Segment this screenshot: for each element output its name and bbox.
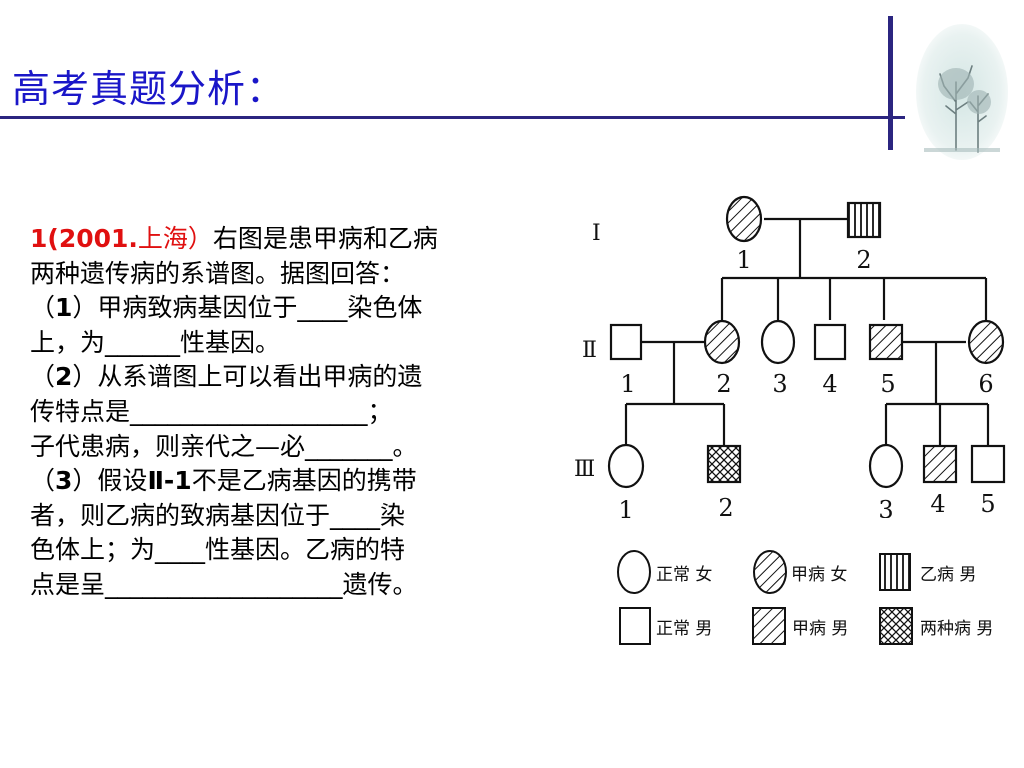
question-line-9: 者，则乙病的致病基因位于____染 <box>30 500 406 530</box>
question-line-11: 点是呈___________________遗传。 <box>30 569 418 599</box>
question-line-7: 子代患病，则亲代之—必_______。 <box>30 431 418 461</box>
svg-text:5: 5 <box>880 370 895 398</box>
title-underline <box>0 116 905 119</box>
legend-normal-female-label: 正常 女 <box>656 565 712 585</box>
question-line-5: （2）从系谱图上可以看出甲病的遗 <box>30 362 423 392</box>
svg-text:5: 5 <box>980 490 995 518</box>
question-source: 1(2001.上海） <box>30 224 213 253</box>
III-1-normal-female <box>607 443 645 489</box>
legend-both-male-label: 两种病 男 <box>920 619 993 639</box>
svg-text:4: 4 <box>930 490 945 518</box>
svg-text:1: 1 <box>618 496 633 518</box>
generation-I-label: Ⅰ <box>592 221 601 246</box>
svg-text:1: 1 <box>736 246 751 274</box>
legend-disease-a-female-symbol <box>753 550 787 594</box>
II-5-affected-male <box>868 323 904 361</box>
II-1-normal-male <box>609 323 643 361</box>
III-2-both-diseases-male <box>706 444 742 484</box>
svg-text:2: 2 <box>856 246 871 274</box>
generation-2-individuals <box>609 319 1005 365</box>
question-line-1: 1(2001.上海）右图是患甲病和乙病 <box>30 224 438 253</box>
legend-disease-b-male-symbol <box>879 553 911 591</box>
I-1-affected-female <box>725 195 763 243</box>
generation-II-label: Ⅱ <box>582 338 597 363</box>
question-line-2: 两种遗传病的系谱图。据图回答： <box>30 258 406 288</box>
question-line-4: 上，为______性基因。 <box>30 327 281 357</box>
III-4-affected-male <box>922 444 958 484</box>
pedigree-lines <box>624 217 990 446</box>
svg-text:2: 2 <box>718 494 733 518</box>
legend-both-male-symbol <box>879 607 913 645</box>
II-3-normal-female <box>760 319 796 365</box>
III-3-normal-female <box>868 443 904 489</box>
svg-text:6: 6 <box>978 370 993 398</box>
individual-numbers: 1 2 1 2 3 4 5 6 1 2 3 4 5 <box>618 246 995 518</box>
svg-text:3: 3 <box>772 370 787 398</box>
question-text: 1(2001.上海）右图是患甲病和乙病 两种遗传病的系谱图。据图回答： （1）甲… <box>30 222 570 603</box>
legend-normal-male-symbol <box>619 607 651 645</box>
generation-III-label: Ⅲ <box>574 457 595 482</box>
legend-disease-a-female-label: 甲病 女 <box>791 565 847 585</box>
slide-title: 高考真题分析： <box>12 67 286 111</box>
svg-text:2: 2 <box>716 370 731 398</box>
generation-3-individuals <box>607 443 1006 489</box>
legend-normal-female-symbol <box>617 550 651 594</box>
generation-1-individuals <box>725 195 882 243</box>
winter-tree-picture <box>916 24 1008 160</box>
question-line-6: 传特点是___________________； <box>30 396 393 426</box>
generation-labels: Ⅰ Ⅱ Ⅲ <box>574 221 601 482</box>
question-line-3: （1）甲病致病基因位于____染色体 <box>30 293 423 323</box>
I-2-disease-b-male <box>846 201 882 239</box>
pedigree-chart: Ⅰ Ⅱ Ⅲ 1 2 1 2 3 4 5 6 1 2 3 4 5 <box>574 195 1006 518</box>
legend-disease-a-male-label: 甲病 男 <box>792 619 848 639</box>
legend-disease-a-male-symbol <box>752 607 786 645</box>
svg-text:3: 3 <box>878 496 893 518</box>
II-6-affected-female <box>967 319 1005 365</box>
question-line-10: 色体上；为____性基因。乙病的特 <box>30 535 406 565</box>
legend-normal-male-label: 正常 男 <box>656 619 712 639</box>
II-2-affected-female <box>703 319 741 365</box>
svg-text:1: 1 <box>620 370 635 398</box>
pedigree-legend: 正常 女 甲病 女 乙病 男 正常 男 甲病 男 两种病 男 <box>617 550 993 645</box>
III-5-normal-male <box>970 444 1006 484</box>
II-4-normal-male <box>813 323 847 361</box>
question-line-8: （3）假设Ⅱ-1不是乙病基因的携带 <box>30 466 417 496</box>
title-vertical-bar <box>888 16 893 150</box>
legend-disease-b-male-label: 乙病 男 <box>920 565 976 585</box>
svg-text:4: 4 <box>822 370 837 398</box>
